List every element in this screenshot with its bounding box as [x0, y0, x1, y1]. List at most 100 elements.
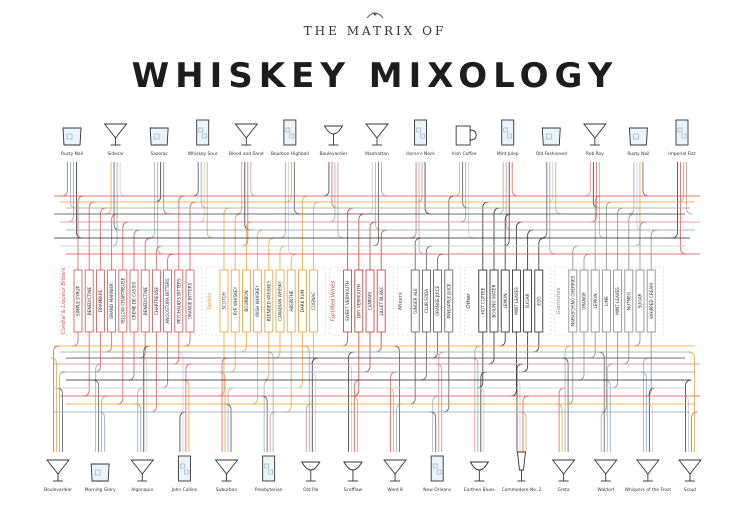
top-drop-line — [163, 162, 170, 215]
ingredient-box — [151, 269, 161, 333]
ingredient-label: MINT LEAVES — [514, 287, 519, 315]
ingredient-angostura-bitters: ANGOSTURA BITTERS — [163, 269, 173, 333]
bottom-cocktail-greta: Greta — [551, 459, 576, 493]
martini-glass-icon — [214, 459, 239, 482]
top-cocktail-old-fashioned: Old Fashioned — [536, 127, 567, 157]
ingredient-up-line — [313, 201, 320, 270]
ingredient-box — [602, 269, 611, 333]
ingredient-orange-bitters: ORANGE BITTERS — [185, 269, 195, 333]
highball-glass-icon — [675, 119, 689, 146]
bottom-cocktail-john-collins: John Collins — [171, 455, 198, 493]
ingredient-label: ANGOSTURA BITTERS — [165, 278, 170, 323]
coupe-glass-icon — [323, 125, 344, 146]
ingredient-label: CAMPARI — [368, 292, 373, 311]
cocktail-name: Mint Julep — [497, 151, 519, 157]
bottom-rise-line — [691, 411, 698, 452]
cocktail-name: Imperial Fizz — [668, 151, 696, 157]
ingredient-label: ORANGE — [582, 292, 587, 310]
ingredient-label: RYE WHISKEY — [233, 286, 238, 315]
ingredient-down-line — [251, 332, 259, 405]
bottom-cocktail-suburban: Suburban — [214, 459, 239, 493]
cocktail-name: Whiskey Sour — [188, 151, 218, 157]
highball-glass-icon — [414, 119, 428, 146]
top-cocktail-sazerac: Sazerac — [149, 127, 169, 157]
cocktail-name: John Collins — [171, 487, 198, 493]
top-drop-line — [598, 162, 606, 239]
poster-title: WHISKEY MIXOLOGY — [131, 56, 619, 96]
ingredient-mint-leaves: MINT LEAVES — [512, 269, 521, 333]
top-drop-line — [627, 162, 635, 215]
ingredient-irish-whiskey: IRISH WHISKEY — [253, 269, 263, 333]
rocks-glass-icon — [541, 127, 561, 146]
cocktail-name: Bourbon Highball — [271, 151, 309, 157]
ingredient-up-line — [605, 201, 613, 270]
cocktail-name: New Orleans — [423, 487, 452, 493]
ingredient-sugar: SUGAR — [523, 269, 532, 333]
top-drop-line — [381, 162, 388, 197]
ingredient-label: LEMON — [503, 293, 508, 308]
ingredient-down-line — [589, 332, 596, 359]
cocktail-name: Greta — [557, 487, 570, 493]
ingredient-grand-marnier: GRAND MARNIER — [107, 269, 116, 333]
ingredient-label: CREME DE CASSIS — [132, 282, 137, 321]
ingredient-egg: EGG — [534, 269, 544, 333]
ingredient-lillet-blanc: LILLET BLANC — [376, 269, 386, 333]
ingredient-rye-whiskey: RYE WHISKEY — [230, 269, 240, 333]
ingredient-lime: LIME — [602, 269, 611, 333]
bottom-cocktail-commodore-no-2: Commodore No. 2 — [502, 451, 542, 493]
ingredient-orange-juice: ORANGE JUICE — [433, 269, 443, 333]
cocktail-name: Sidecar — [107, 151, 124, 157]
bottom-cocktail-ward-8: Ward 8 — [383, 459, 407, 493]
group-label: Spirits — [207, 292, 213, 309]
top-drop-line — [555, 162, 562, 215]
ingredient-box — [365, 269, 375, 333]
coupe-glass-icon — [343, 461, 363, 482]
ingredient-box — [512, 269, 521, 333]
ingredient-label: DRY VERMOUTH — [356, 284, 361, 318]
ingredient-box — [73, 269, 83, 333]
top-drop-line — [468, 162, 475, 239]
ingredient-box — [185, 269, 195, 333]
ingredient-up-line — [301, 195, 309, 270]
group-frame — [205, 266, 326, 336]
ingredient-bourbon: BOURBON — [241, 269, 251, 333]
ingredient-lemon: LEMON — [500, 269, 510, 333]
top-drop-line — [192, 162, 199, 197]
ingredient-label: COGNAC — [311, 292, 316, 310]
group-frame — [464, 266, 552, 336]
ingredient-box — [309, 269, 319, 333]
ingredient-label: SUGAR — [638, 294, 643, 309]
highball-glass-icon — [501, 119, 515, 146]
cocktail-name: Rusty Nail — [627, 151, 649, 157]
ingredient-up-line — [527, 229, 534, 270]
ingredient-label: BLENDED WHISKEY — [266, 280, 271, 321]
ingredient-label: YELLOW CHARTREUSE — [120, 277, 125, 325]
cocktail-name: Suburban — [216, 487, 237, 493]
ingredient-down-line — [409, 332, 416, 405]
ingredient-benedictine: BENEDICTINE — [84, 269, 94, 333]
ingredient-box — [84, 269, 94, 333]
ingredient-up-line — [77, 195, 85, 270]
ingredient-sweet-vermouth: SWEET VERMOUTH — [343, 269, 353, 333]
ingredient-label: MARASCHINO CHERRIES — [570, 275, 575, 326]
ingredient-box — [376, 269, 386, 333]
ingredient-up-line — [189, 201, 197, 270]
ingredient-label: ABSINTHE — [289, 290, 294, 311]
ingredient-up-line — [279, 245, 287, 270]
ingredient-box — [253, 269, 263, 333]
top-cocktail-mint-julep: Mint Julep — [497, 119, 519, 157]
cocktail-name: Scout — [684, 487, 697, 493]
ingredient-box — [286, 269, 296, 333]
ingredient-box — [444, 269, 454, 333]
ingredient-up-line — [223, 207, 231, 270]
ingredient-label: ORANGE BITTERS — [188, 282, 193, 319]
ingredient-box — [568, 269, 578, 333]
cocktail-name: Scofflaw — [344, 487, 363, 493]
group-frame — [59, 266, 203, 336]
ingredient-canadian-whisky: CANADIAN WHISKY — [275, 269, 285, 333]
ingredient-box — [590, 269, 600, 333]
